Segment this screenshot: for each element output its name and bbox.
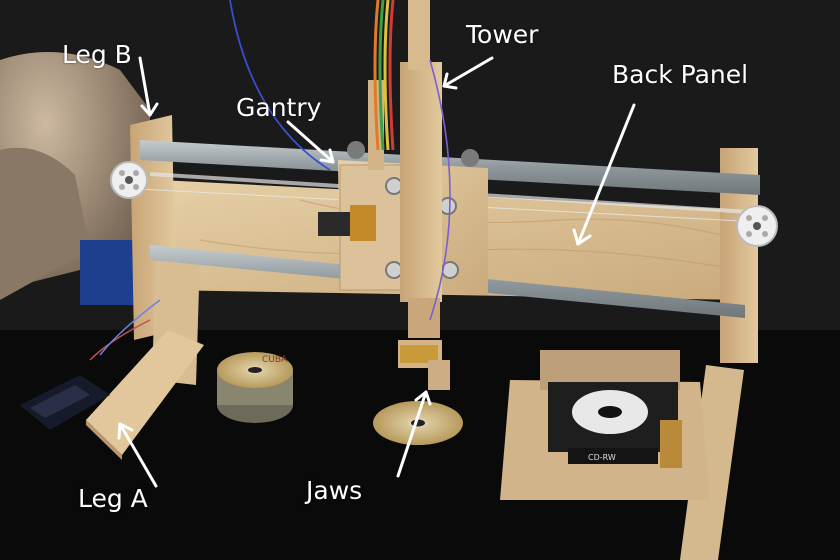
arrow-leg-a <box>118 422 158 488</box>
single-disc <box>373 401 463 445</box>
disc-stack-label: CUBA <box>262 355 288 365</box>
left-pulley <box>110 161 148 199</box>
label-leg-b: Leg B <box>62 40 132 69</box>
right-foot <box>680 365 744 560</box>
couch <box>0 52 150 300</box>
annotation-arrows <box>117 56 636 488</box>
disc-stack: CUBA <box>217 352 293 423</box>
drive-label: CD-RW <box>588 453 616 462</box>
label-gantry: Gantry <box>236 93 322 122</box>
label-tower: Tower <box>466 20 539 49</box>
ribbon-cable <box>373 0 395 151</box>
leg-a-board <box>86 330 204 455</box>
arrow-jaws <box>396 390 428 478</box>
arrow-tower <box>442 56 494 88</box>
label-jaws: Jaws <box>306 476 363 505</box>
right-pulley <box>736 205 778 247</box>
arrow-back-panel <box>576 103 636 246</box>
label-leg-a: Leg A <box>78 484 148 513</box>
tower-board <box>368 0 442 338</box>
cd-drive: CD-RW <box>500 350 710 500</box>
label-back-panel: Back Panel <box>612 60 749 89</box>
controller-board <box>20 375 110 430</box>
arrow-gantry <box>286 120 335 164</box>
battery-holder <box>660 420 682 468</box>
jaws-assembly <box>398 340 450 390</box>
arrow-leg-b <box>138 56 152 117</box>
